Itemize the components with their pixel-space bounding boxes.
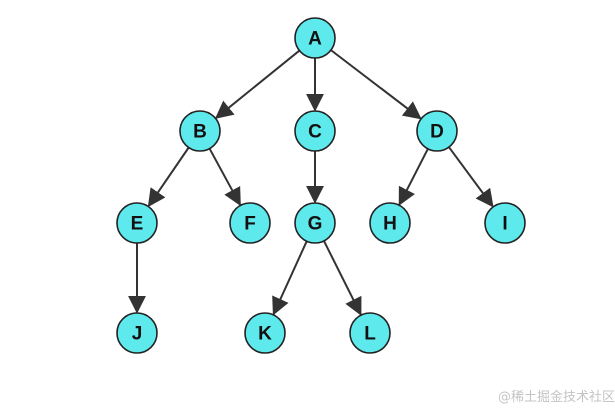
watermark-text: @稀土掘金技术社区 [498,390,615,405]
edges-layer [128,49,494,316]
node-k: K [244,312,286,354]
node-circle [116,312,158,354]
node-label: C [308,122,322,143]
node-circle [294,202,336,244]
node-l: L [349,312,391,354]
node-circle [349,312,391,354]
node-label: E [131,214,144,235]
edge-g-l [323,240,362,316]
node-label: B [193,122,207,143]
edge-a-b [214,49,301,119]
node-circle [416,110,458,152]
node-circle [116,202,158,244]
node-h: H [369,202,411,244]
node-j: J [116,312,158,354]
node-circle [294,110,336,152]
node-label: L [364,324,376,345]
node-c: C [294,110,336,152]
edge-d-h [398,148,429,206]
edge-b-e [147,146,190,208]
node-label: I [502,214,507,235]
node-label: H [383,214,397,235]
edge-d-i [448,146,494,208]
edge-b-f [208,148,241,207]
node-label: D [430,122,444,143]
node-label: J [132,324,143,345]
edge-g-k [272,240,308,316]
node-circle [229,202,271,244]
node-circle [484,202,526,244]
node-f: F [229,202,271,244]
nodes-layer: A B C D E F G H I J K L [116,17,526,354]
node-a: A [294,17,336,59]
node-g: G [294,202,336,244]
node-circle [369,202,411,244]
node-circle [179,110,221,152]
node-d: D [416,110,458,152]
node-label: F [244,214,256,235]
node-label: K [258,324,272,345]
node-b: B [179,110,221,152]
node-circle [294,17,336,59]
node-e: E [116,202,158,244]
node-label: A [308,29,322,50]
node-i: I [484,202,526,244]
edge-a-d [330,49,422,120]
node-label: G [308,214,323,235]
node-circle [244,312,286,354]
